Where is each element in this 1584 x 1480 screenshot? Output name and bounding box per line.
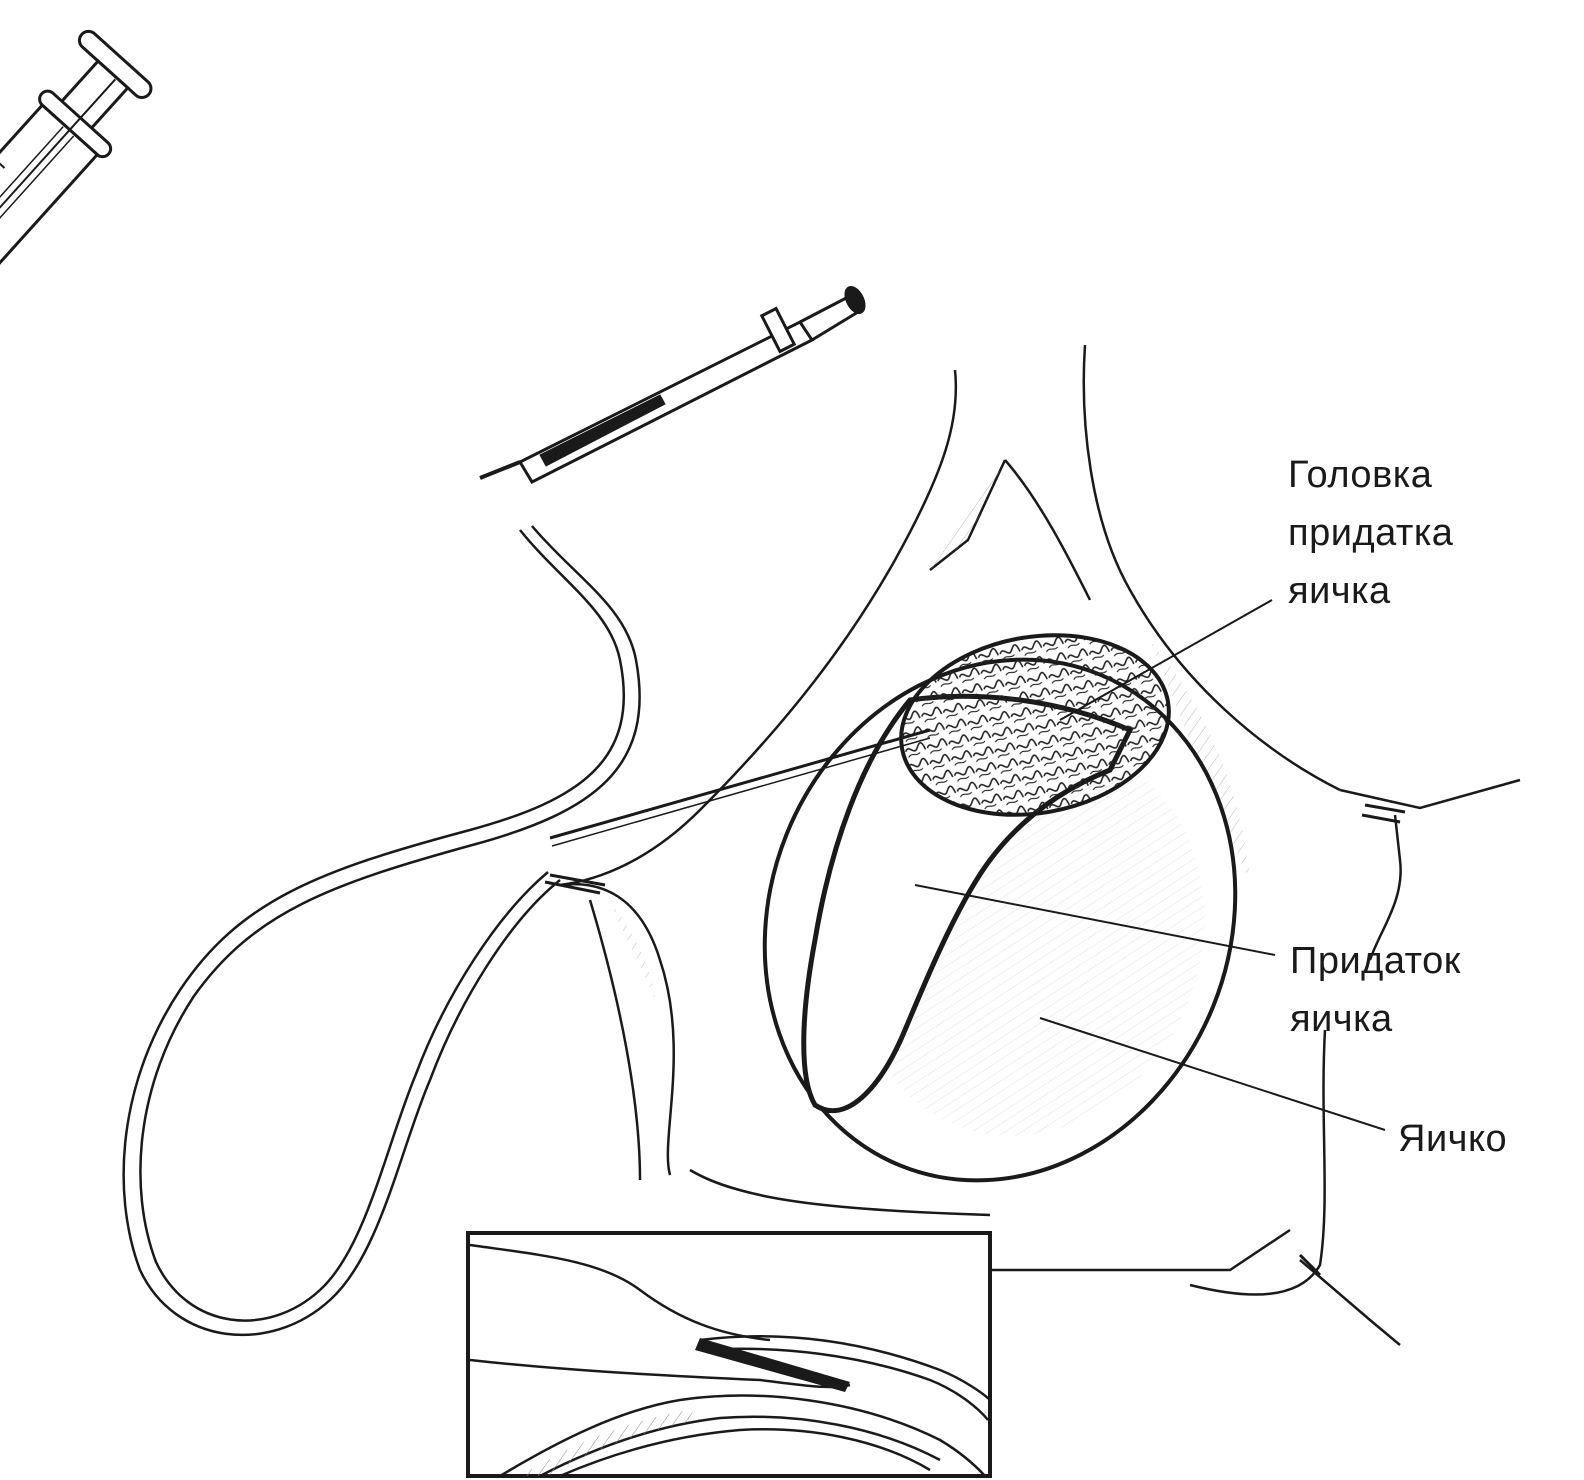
tubing [124,526,640,1335]
inset-detail [468,1233,990,1476]
label-epididymis-head: Головка придатка яичка [1288,446,1453,620]
label-epididymis: Придаток яичка [1290,932,1461,1048]
small-syringe [480,284,868,482]
large-syringe [0,28,162,511]
label-testis: Яичко [1398,1110,1507,1168]
